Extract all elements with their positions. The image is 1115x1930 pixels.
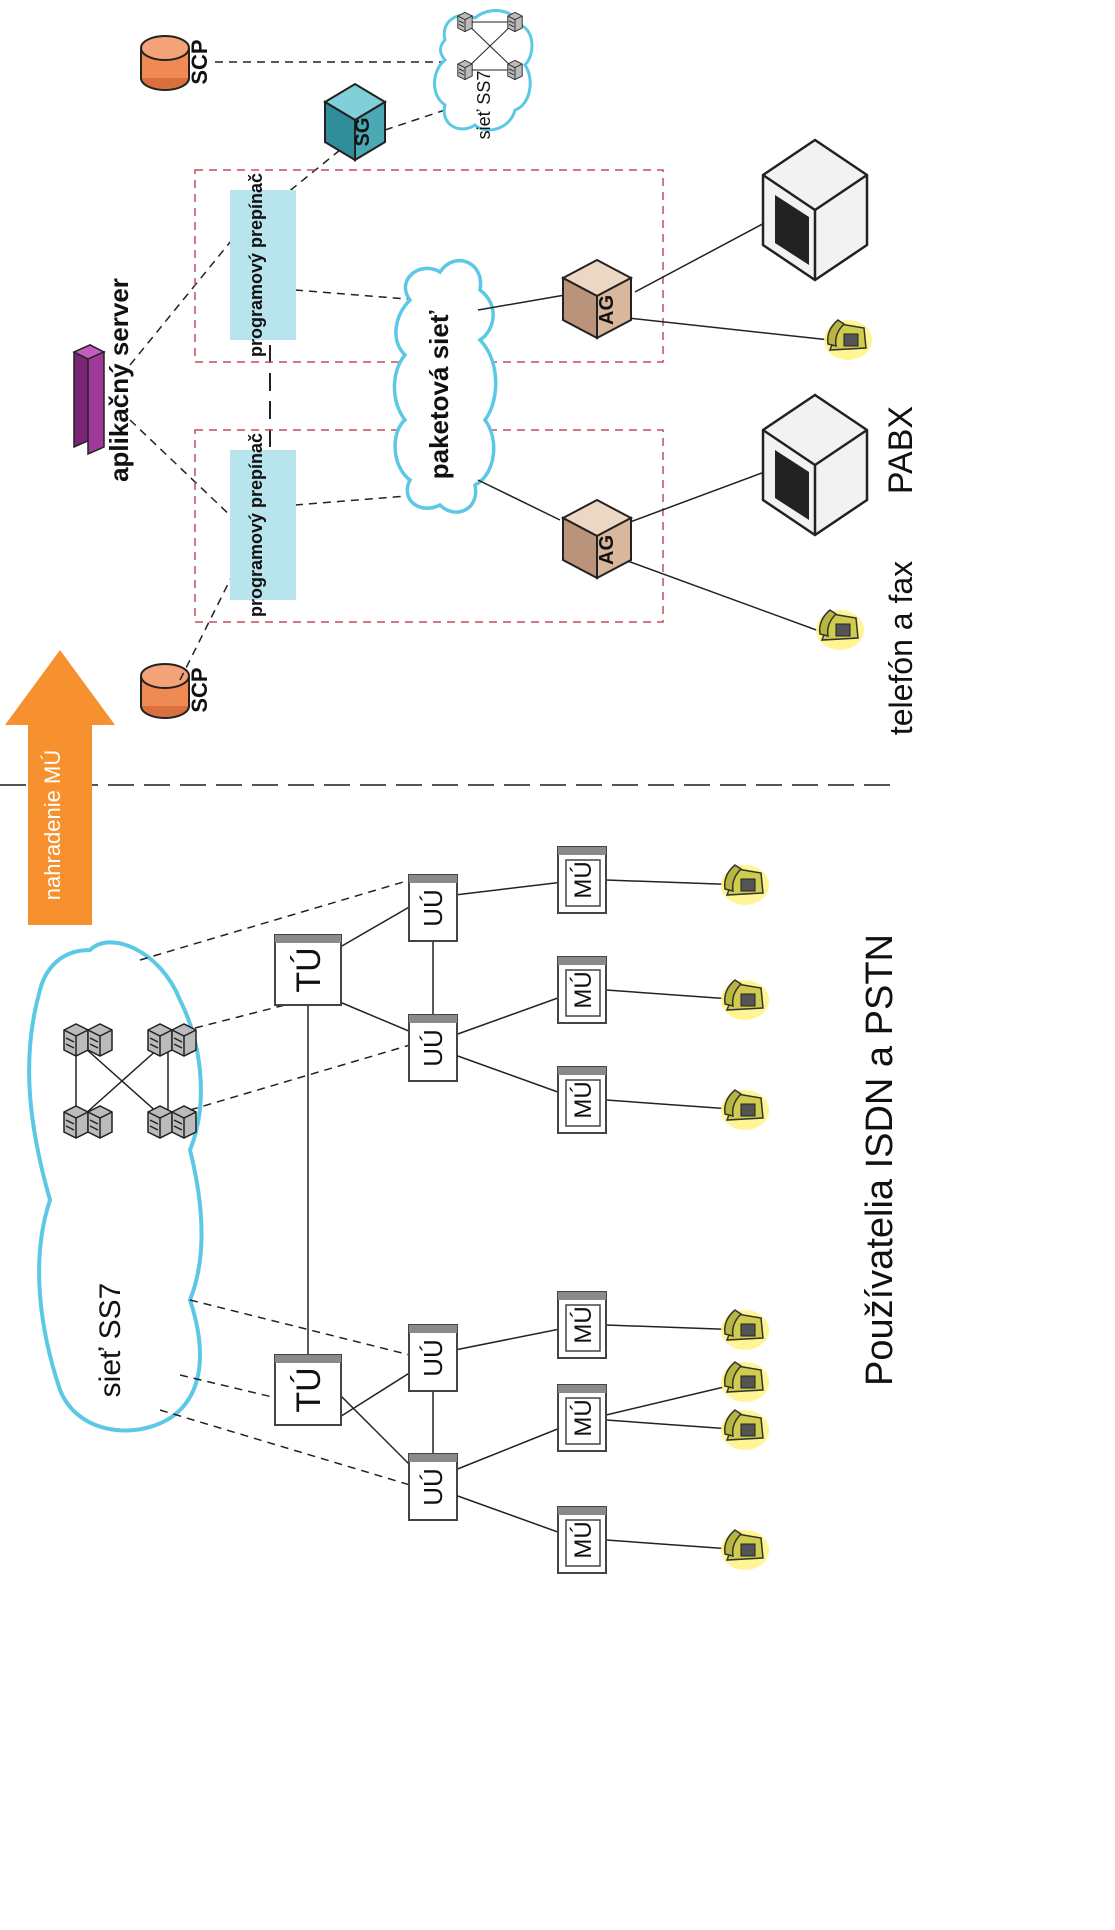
ss7-stp-icon xyxy=(457,59,473,81)
softswitch-box xyxy=(230,190,296,340)
uu-label: UÚ xyxy=(418,1339,448,1377)
uu-label: UÚ xyxy=(418,1468,448,1506)
uu-label: UÚ xyxy=(418,889,448,927)
uu-exchange: UÚ xyxy=(408,1014,458,1082)
sg-label: SG xyxy=(352,118,374,147)
ss7-stp-icon xyxy=(507,59,523,81)
scp-top-label: SCP xyxy=(187,39,212,84)
ss7-stp-icon xyxy=(87,1105,113,1139)
tu-exchange: TÚ xyxy=(274,934,342,1006)
phone-icon xyxy=(720,1089,770,1131)
ss7-stp-icon xyxy=(63,1023,89,1057)
ss7-stp-icon xyxy=(171,1105,197,1139)
packet-network-cloud xyxy=(392,259,498,514)
users-label: Používatelia ISDN a PSTN xyxy=(859,934,901,1386)
ag-gateway: AG xyxy=(560,258,634,340)
ss7-small-label: sieť SS7 xyxy=(474,71,494,140)
ngn-domain-box xyxy=(194,429,664,623)
softswitch-label: programový prepínač xyxy=(246,173,266,357)
database-icon xyxy=(140,663,190,719)
pabx-building-icon xyxy=(761,138,869,282)
sg-gateway: SG xyxy=(323,82,387,162)
scp-mid-label: SCP xyxy=(187,667,212,712)
phone-icon xyxy=(720,1361,770,1403)
ngn-links xyxy=(477,219,831,636)
trunk-links xyxy=(307,879,746,1551)
signaling-dashed-links xyxy=(139,879,411,1486)
appserver-label: aplikačný server xyxy=(104,278,134,482)
phone-icon xyxy=(823,319,873,361)
ss7-stp-icon xyxy=(171,1023,197,1057)
uu-exchange: UÚ xyxy=(408,1453,458,1521)
mu-label: MÚ xyxy=(570,861,597,898)
ag-label: AG xyxy=(596,295,618,325)
mu-exchange: MÚ xyxy=(557,956,607,1024)
tu-label: TÚ xyxy=(290,1367,328,1412)
phone-icon xyxy=(720,864,770,906)
phone-icon xyxy=(720,1309,770,1351)
mu-exchange: MÚ xyxy=(557,846,607,914)
pabx-building-icon xyxy=(761,393,869,537)
softswitch-label: programový prepínač xyxy=(246,433,266,617)
mu-label: MÚ xyxy=(570,1081,597,1118)
arrow-up-icon xyxy=(5,650,115,925)
uu-label: UÚ xyxy=(418,1029,448,1067)
mu-label: MÚ xyxy=(570,1306,597,1343)
ss7-stp-icon xyxy=(87,1023,113,1057)
ss7-small-internal-links xyxy=(464,21,516,71)
phone-fax-label: telefón a fax xyxy=(883,561,919,735)
phone-icon xyxy=(815,609,865,651)
mu-exchange: MÚ xyxy=(557,1384,607,1452)
ss7-stp-icon xyxy=(147,1105,173,1139)
ag-label: AG xyxy=(596,535,618,565)
uu-exchange: UÚ xyxy=(408,1324,458,1392)
pabx-label: PABX xyxy=(882,406,920,494)
mu-label: MÚ xyxy=(570,1521,597,1558)
mu-label: MÚ xyxy=(570,1399,597,1436)
uu-exchange: UÚ xyxy=(408,874,458,942)
phone-icon xyxy=(720,1409,770,1451)
ss7-big-label: sieť SS7 xyxy=(94,1283,127,1398)
ss7-stp-icon xyxy=(147,1023,173,1057)
mu-exchange: MÚ xyxy=(557,1291,607,1359)
ss7-cloud-big xyxy=(27,940,204,1433)
ss7-stp-icon xyxy=(507,11,523,33)
database-icon xyxy=(140,35,190,91)
softswitch-box xyxy=(230,450,296,600)
ss7-stp-icon xyxy=(63,1105,89,1139)
phone-icon xyxy=(720,1529,770,1571)
replace-arrow-label: nahradenie MÚ xyxy=(40,750,65,900)
ss7-stp-icon xyxy=(457,11,473,33)
mu-exchange: MÚ xyxy=(557,1506,607,1574)
mu-exchange: MÚ xyxy=(557,1066,607,1134)
phone-icon xyxy=(720,979,770,1021)
ss7-internal-links xyxy=(75,1039,169,1123)
ag-gateway: AG xyxy=(560,498,634,580)
tu-exchange: TÚ xyxy=(274,1354,342,1426)
tu-label: TÚ xyxy=(290,947,328,992)
ngn-domain-box xyxy=(194,169,664,363)
packet-net-label: paketová sieť xyxy=(424,310,454,479)
server-icon xyxy=(72,343,106,456)
mu-label: MÚ xyxy=(570,971,597,1008)
